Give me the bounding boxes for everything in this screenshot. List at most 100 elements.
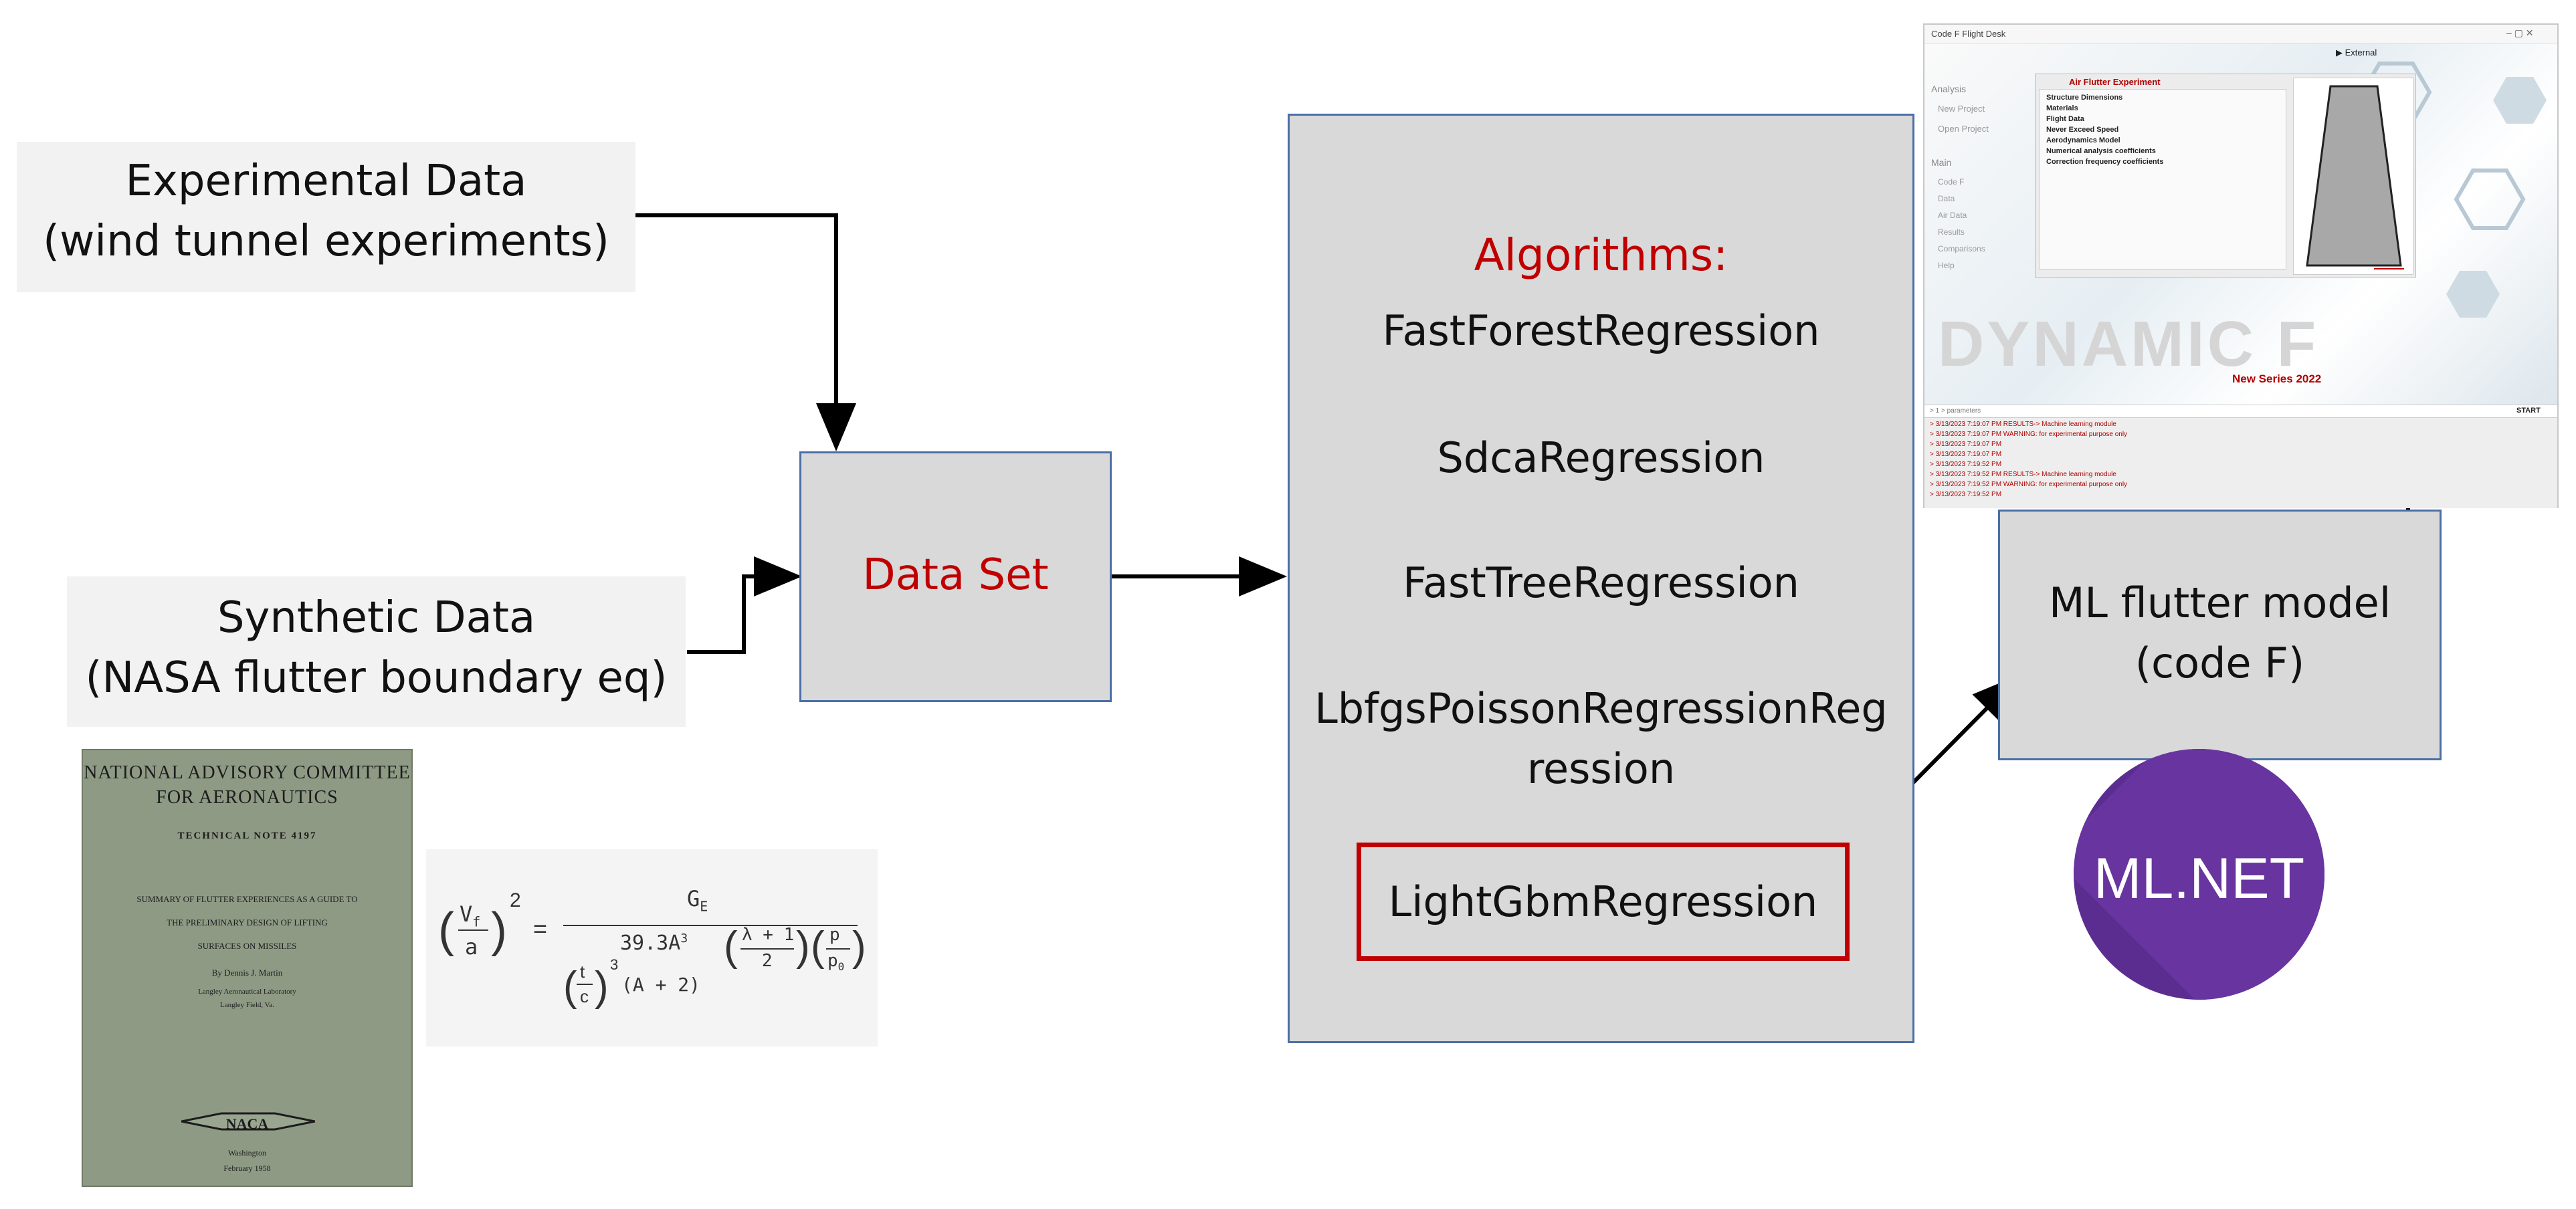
command-bar: > 1 > parameters START [1924, 405, 2557, 418]
app-status-label: ▶ External [2336, 47, 2377, 58]
formula-tc-bar [577, 984, 593, 985]
formula-tc-close: ) [595, 964, 609, 1010]
log-line: > 3/13/2023 7:19:07 PM [1930, 451, 2002, 458]
naca-document-cover: NATIONAL ADVISORY COMMITTEE FOR AERONAUT… [82, 749, 413, 1187]
app-brand: DYNAMIC F [1938, 308, 2319, 380]
algorithm-lbfgs-line2: ression [1526, 744, 1676, 793]
ml-model-box: ML flutter model (code F) [1998, 510, 2442, 760]
sidebar-item-open-project[interactable]: Open Project [1938, 124, 1989, 134]
formula-tc-bottom: c [580, 986, 589, 1006]
log-line: > 3/13/2023 7:19:07 PM WARNING: for expe… [1930, 431, 2128, 438]
naca-line-1: NATIONAL ADVISORY COMMITTEE [84, 762, 411, 783]
arrow-experimental-to-dataset [635, 213, 856, 451]
sidebar-item-main[interactable]: Main [1931, 157, 1952, 168]
start-button[interactable]: START [2516, 407, 2541, 415]
dataset-box: Data Set [799, 451, 1112, 702]
command-input[interactable]: > 1 > parameters [1930, 407, 1981, 415]
formula-den-pow: 3 [680, 931, 688, 946]
naca-line-3: TECHNICAL NOTE 4197 [177, 831, 317, 841]
app-main-area: ▶ External Analysis New Project Open Pro… [1924, 43, 2557, 405]
log-line: > 3/13/2023 7:19:07 PM [1930, 441, 2002, 448]
formula-lhs-bottom: a [465, 934, 478, 960]
tree-item-flight-data[interactable]: Flight Data [2046, 115, 2084, 123]
naca-emblem-text: NACA [225, 1115, 269, 1132]
formula-lhs-open: ( [438, 903, 454, 957]
ml-model-title: ML flutter model [2048, 578, 2391, 627]
synthetic-data-subtitle: (NASA flutter boundary eq) [85, 653, 668, 703]
formula-tc-open: ( [563, 964, 577, 1010]
formula-den-coef: 39.3A3 [620, 931, 688, 955]
sidebar-item-code-f[interactable]: Code F [1938, 177, 1965, 187]
naca-line-9: Langley Field, Va. [219, 1001, 275, 1009]
tree-item-numerical[interactable]: Numerical analysis coefficients [2046, 147, 2156, 155]
formula-p-open: ( [811, 923, 825, 970]
sidebar-item-air-data[interactable]: Air Data [1938, 211, 1967, 220]
app-brand-sub: New Series 2022 [2232, 372, 2322, 385]
sidebar-item-new-project[interactable]: New Project [1938, 104, 1985, 114]
naca-emblem-icon [181, 1112, 315, 1131]
sidebar-item-help[interactable]: Help [1938, 261, 1955, 270]
formula-lhs-bar [458, 929, 488, 931]
tree-item-never-exceed[interactable]: Never Exceed Speed [2046, 126, 2119, 134]
mlnet-logo-text: ML.NET [2093, 847, 2305, 911]
app-titlebar: Code F Flight Desk – ▢ ✕ [1924, 25, 2557, 43]
formula-lambda-bottom: 2 [762, 951, 773, 971]
formula-lhs-top: Vf [460, 901, 480, 929]
tree-item-aero-model[interactable]: Aerodynamics Model [2046, 136, 2120, 144]
formula-lambda-top: λ + 1 [742, 925, 795, 945]
formula-numerator-g: G [687, 886, 700, 911]
algorithm-fastforest: FastForestRegression [1382, 306, 1820, 355]
wing-planform-preview [2293, 78, 2413, 275]
formula-main-bar [563, 925, 858, 926]
sidebar-item-data[interactable]: Data [1938, 194, 1955, 203]
experiment-panel: Air Flutter Experiment Structure Dimensi… [2035, 74, 2416, 278]
app-window-title: Code F Flight Desk [1931, 29, 2006, 39]
log-line: > 3/13/2023 7:19:52 PM RESULTS-> Machine… [1930, 471, 2116, 478]
formula-lhs-v: V [460, 901, 473, 927]
sidebar-item-results[interactable]: Results [1938, 227, 1965, 237]
formula-lambda-close: ) [796, 923, 810, 970]
formula-p-sub: 0 [837, 960, 845, 974]
formula-equals: = [533, 915, 548, 942]
tree-item-structure[interactable]: Structure Dimensions [2046, 94, 2123, 102]
formula-p-top: p [829, 925, 840, 945]
algorithm-lbfgs-line1: LbfgsPoissonRegressionReg [1314, 684, 1888, 733]
wing-planform-icon [2306, 85, 2404, 269]
algorithms-heading: Algorithms: [1474, 229, 1728, 281]
synthetic-data-box: Synthetic Data (NASA flutter boundary eq… [67, 576, 686, 727]
window-controls-icon[interactable]: – ▢ ✕ [2506, 27, 2534, 38]
formula-p-bar [826, 948, 850, 950]
sidebar-item-analysis[interactable]: Analysis [1931, 84, 1967, 94]
naca-line-8: Langley Aeronautical Laboratory [198, 988, 296, 996]
naca-line-5: THE PRELIMINARY DESIGN OF LIFTING [167, 917, 328, 927]
experimental-data-subtitle: (wind tunnel experiments) [43, 217, 609, 266]
formula-p-bottom: p0 [827, 951, 844, 973]
tree-title: Air Flutter Experiment [2069, 77, 2161, 87]
algorithms-box: Algorithms: FastForestRegression SdcaReg… [1288, 114, 1914, 1043]
formula-numerator: GE [687, 886, 708, 914]
sidebar-item-comparisons[interactable]: Comparisons [1938, 244, 1985, 253]
formula-power: 2 [510, 889, 521, 911]
experimental-data-box: Experimental Data (wind tunnel experimen… [17, 142, 635, 292]
naca-line-7: By Dennis J. Martin [211, 968, 283, 978]
log-line: > 3/13/2023 7:19:52 PM [1930, 461, 2002, 468]
tree-item-correction[interactable]: Correction frequency coefficients [2046, 158, 2164, 166]
formula-tc-top: t [580, 962, 585, 982]
naca-line-6: SURFACES ON MISSILES [197, 941, 297, 951]
formula-lambda-bar [740, 948, 794, 950]
naca-line-4: SUMMARY OF FLUTTER EXPERIENCES AS A GUID… [136, 894, 358, 904]
log-console: > 3/13/2023 7:19:07 PM RESULTS-> Machine… [1924, 418, 2557, 508]
formula-p-bottom-text: p [827, 951, 838, 971]
lightgbm-highlight: LightGbmRegression [1357, 843, 1850, 961]
app-screenshot: Code F Flight Desk – ▢ ✕ ▶ External Anal… [1923, 23, 2559, 508]
tree-item-materials[interactable]: Materials [2046, 104, 2078, 112]
log-line: > 3/13/2023 7:19:52 PM WARNING: for expe… [1930, 481, 2128, 488]
naca-line-2: FOR AERONAUTICS [156, 787, 338, 808]
arrow-synthetic-to-dataset [687, 556, 802, 654]
tree-view: Structure Dimensions Materials Flight Da… [2039, 89, 2286, 269]
app-status-text: External [2345, 47, 2377, 58]
mlnet-logo: ML.NET [2074, 749, 2324, 1000]
algorithm-lightgbm: LightGbmRegression [1388, 877, 1818, 926]
log-line: > 3/13/2023 7:19:07 PM RESULTS-> Machine… [1930, 421, 2116, 428]
flutter-formula: ( Vf a ) 2 = GE 39.3A3 ( t c ) 3 (A + 2)… [426, 849, 878, 1047]
